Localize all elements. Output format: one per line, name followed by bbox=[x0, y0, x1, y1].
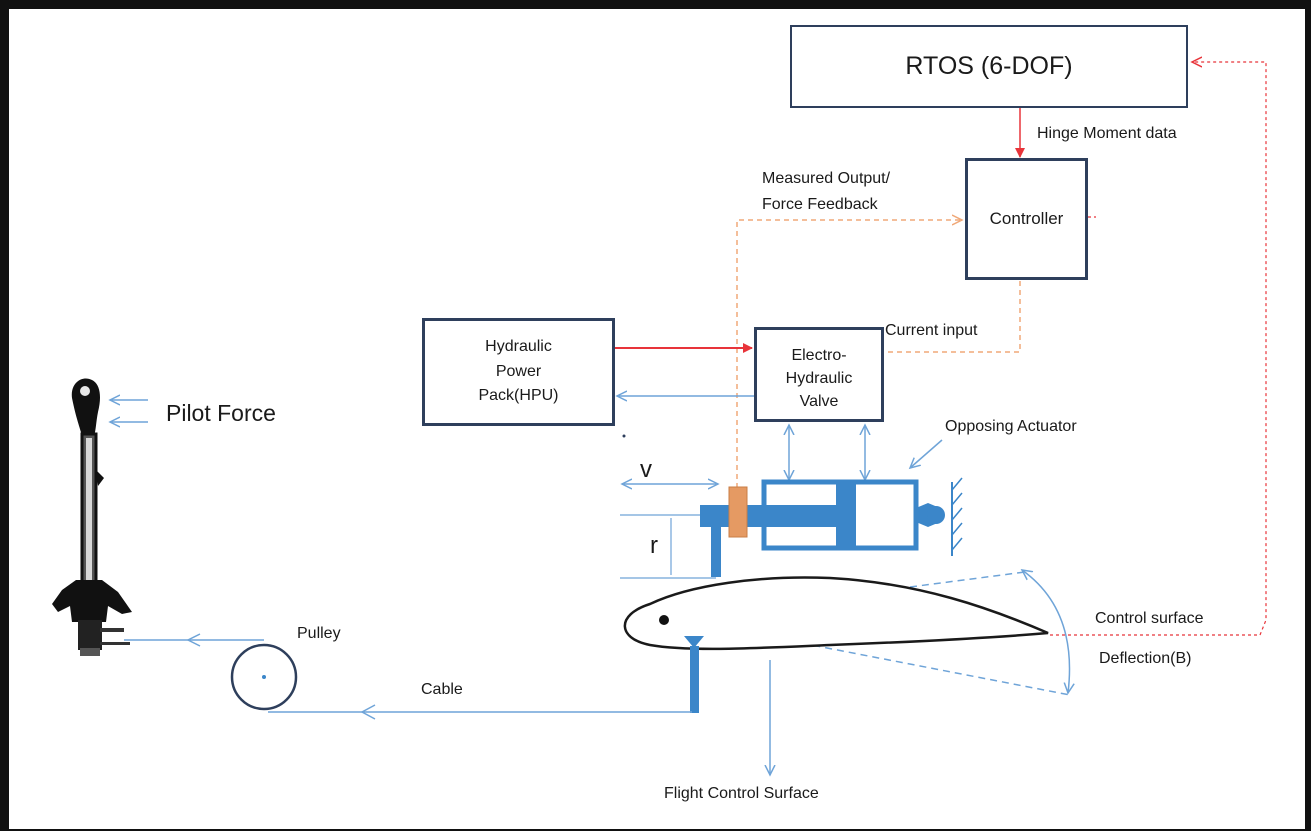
current-input-label: Current input bbox=[885, 322, 978, 339]
rtos-block: RTOS (6-DOF) bbox=[790, 25, 1188, 108]
opposing-actuator bbox=[700, 477, 963, 556]
hpu-block: Hydraulic Power Pack(HPU) bbox=[422, 318, 615, 426]
r-label: r bbox=[650, 532, 658, 559]
cable-horn-rod bbox=[690, 646, 699, 713]
v-label: v bbox=[640, 456, 652, 483]
hpu-label-line-2: Power bbox=[495, 362, 542, 380]
hinge-moment-label: Hinge Moment data bbox=[1037, 125, 1177, 142]
pulley-label: Pulley bbox=[297, 625, 341, 642]
force-feedback-label: Force Feedback bbox=[762, 196, 878, 213]
opposing-actuator-label: Opposing Actuator bbox=[945, 418, 1077, 435]
rtos-label: RTOS (6-DOF) bbox=[905, 52, 1073, 80]
valve-label-line-2: Hydraulic bbox=[785, 369, 853, 387]
airfoil bbox=[623, 576, 1049, 651]
force-sensor bbox=[728, 486, 748, 538]
cable-direction-arrow bbox=[360, 704, 376, 720]
actuator-link-rod bbox=[711, 527, 721, 577]
cable-label: Cable bbox=[421, 681, 463, 698]
current-input-line bbox=[884, 281, 1021, 353]
deflected-down-outline bbox=[671, 617, 1071, 696]
controller-label: Controller bbox=[989, 209, 1064, 228]
valve-label-line-1: Electro- bbox=[791, 346, 847, 364]
valve-label-line-3: Valve bbox=[799, 393, 839, 411]
controller-block: Controller bbox=[965, 158, 1088, 280]
actuator-label-pointer bbox=[910, 439, 943, 468]
deflection-feedback-line bbox=[1050, 62, 1267, 636]
hpu-label-line-3: Pack(HPU) bbox=[478, 387, 559, 405]
measured-output-label: Measured Output/ bbox=[762, 170, 891, 187]
dot-marker bbox=[622, 434, 626, 438]
pilot-force-label: Pilot Force bbox=[166, 400, 276, 426]
pulley-axle bbox=[262, 675, 266, 679]
stick-cable-arrow bbox=[186, 633, 201, 647]
control-surface-label: Control surface bbox=[1095, 610, 1204, 627]
hpu-label-line-1: Hydraulic bbox=[485, 337, 552, 355]
lower-horn bbox=[684, 636, 704, 648]
control-stick bbox=[52, 378, 132, 656]
flight-control-surface-label: Flight Control Surface bbox=[664, 785, 819, 802]
deflection-arc bbox=[1022, 570, 1070, 693]
valve-block: Electro- Hydraulic Valve bbox=[754, 327, 884, 422]
deflection-label: Deflection(B) bbox=[1099, 650, 1192, 667]
force-feedback-line bbox=[736, 220, 962, 488]
hinge-point bbox=[659, 615, 669, 625]
